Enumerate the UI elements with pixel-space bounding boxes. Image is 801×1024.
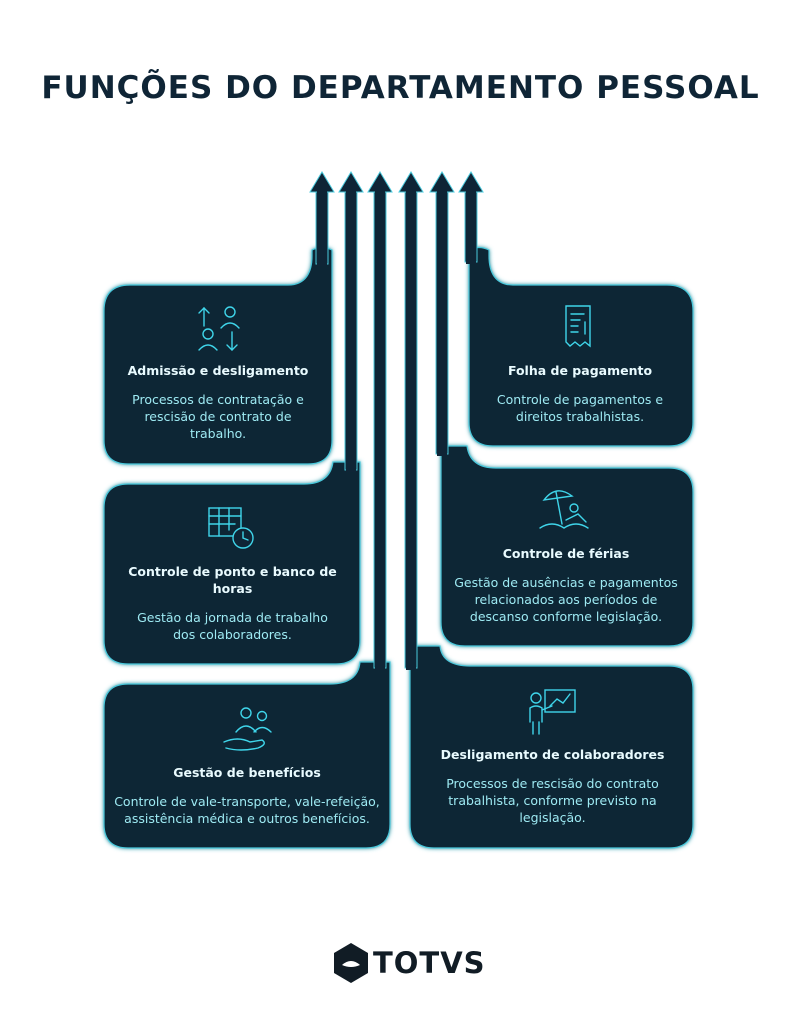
card-ponto: Controle de ponto e banco de horas Gestã… [125, 563, 340, 643]
timesheet-clock-icon [208, 507, 254, 549]
card-ponto-shape [103, 461, 361, 665]
card-folha-shape [468, 246, 694, 447]
card-folha: Folha de pagamento Controle de pagamento… [485, 362, 675, 425]
card-beneficios-shape [103, 661, 391, 849]
card-desc: Gestão da jornada de trabalho dos colabo… [137, 610, 328, 642]
card-title: Controle de férias [502, 546, 630, 561]
card-desc: Gestão de ausências e pagamentos relacio… [454, 575, 678, 624]
page-title: FUNÇÕES DO DEPARTAMENTO PESSOAL [41, 70, 760, 106]
people-swap-icon [198, 306, 240, 351]
functions-diagram [103, 171, 694, 849]
card-desligamento: Desligamento de colaboradores Processos … [430, 746, 675, 826]
card-desc: Processos de contratação e rescisão de c… [132, 392, 304, 441]
hand-people-icon [223, 707, 272, 751]
beach-umbrella-icon [539, 490, 589, 529]
card-admissao: Admissão e desligamento Processos de con… [118, 362, 318, 442]
logo-text: TOTVS [373, 946, 486, 980]
card-title: Gestão de benefícios [173, 765, 321, 780]
presentation-person-icon [529, 689, 576, 735]
card-title: Folha de pagamento [507, 363, 653, 378]
card-desc: Controle de pagamentos e direitos trabal… [496, 392, 664, 424]
card-title: Desligamento de colaboradores [440, 747, 665, 762]
card-title: Admissão e desligamento [127, 363, 309, 378]
card-beneficios: Gestão de benefícios Controle de vale-tr… [110, 764, 384, 827]
card-ferias: Controle de férias Gestão de ausências e… [446, 545, 686, 625]
card-desc: Processos de rescisão do contrato trabal… [446, 776, 659, 825]
card-ferias-shape [440, 445, 694, 647]
card-admissao-shape [103, 246, 333, 465]
card-desligamento-shape [409, 645, 694, 849]
card-desc: Controle de vale-transporte, vale-refeiç… [114, 794, 380, 826]
receipt-icon [565, 305, 591, 348]
card-title: Controle de ponto e banco de horas [128, 564, 337, 596]
totvs-logo: TOTVS [331, 941, 485, 985]
totvs-logo-icon [334, 943, 368, 983]
